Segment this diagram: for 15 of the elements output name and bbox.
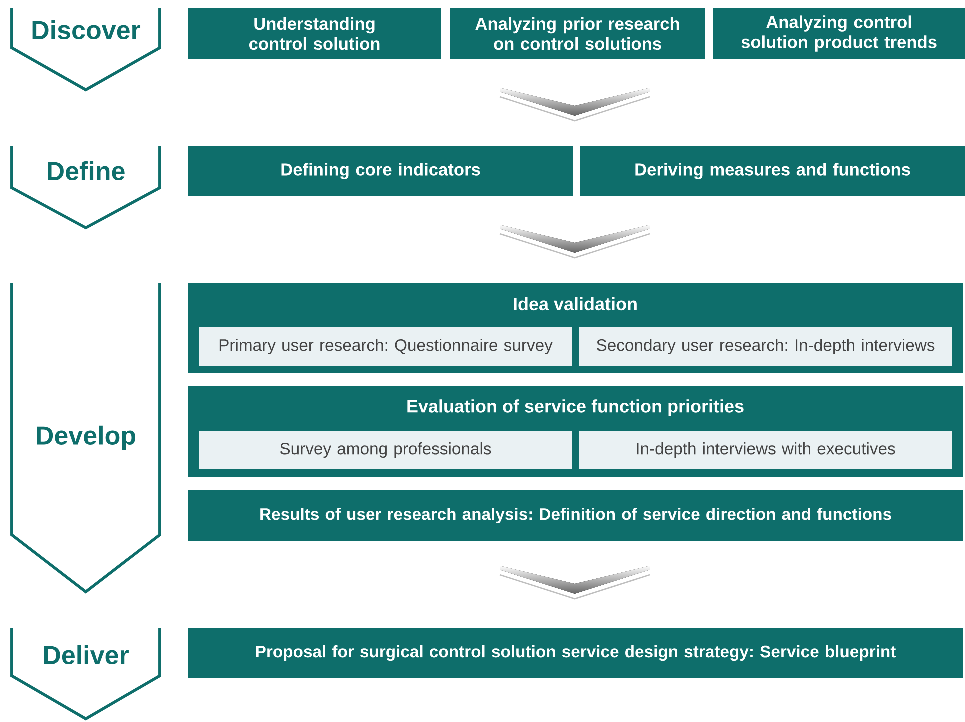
- stage-banner: Define: [10, 146, 162, 230]
- step-box: Deriving measures and functions: [580, 146, 965, 196]
- step-box: Understanding control solution: [188, 8, 442, 60]
- step-box: Results of user research analysis: Definition of service direction and functions: [188, 490, 964, 542]
- sub-step-box: Survey among professionals: [199, 431, 572, 470]
- step-box: Defining core indicators: [188, 146, 574, 196]
- step-box: Analyzing prior research on control solutions: [450, 8, 706, 60]
- sub-step-box: Secondary user research: In-depth interviews: [579, 327, 952, 366]
- sub-step-box: Primary user research: Questionnaire survey: [199, 327, 572, 366]
- stage-banner: Develop: [10, 283, 162, 594]
- stage-banner: Discover: [10, 8, 162, 92]
- step-box: Proposal for surgical control solution service design strategy: Service blueprint: [188, 628, 964, 678]
- stage-banner: Deliver: [10, 628, 162, 721]
- step-box: Analyzing control solution product trends: [713, 8, 965, 60]
- sub-step-box: In-depth interviews with executives: [579, 431, 952, 470]
